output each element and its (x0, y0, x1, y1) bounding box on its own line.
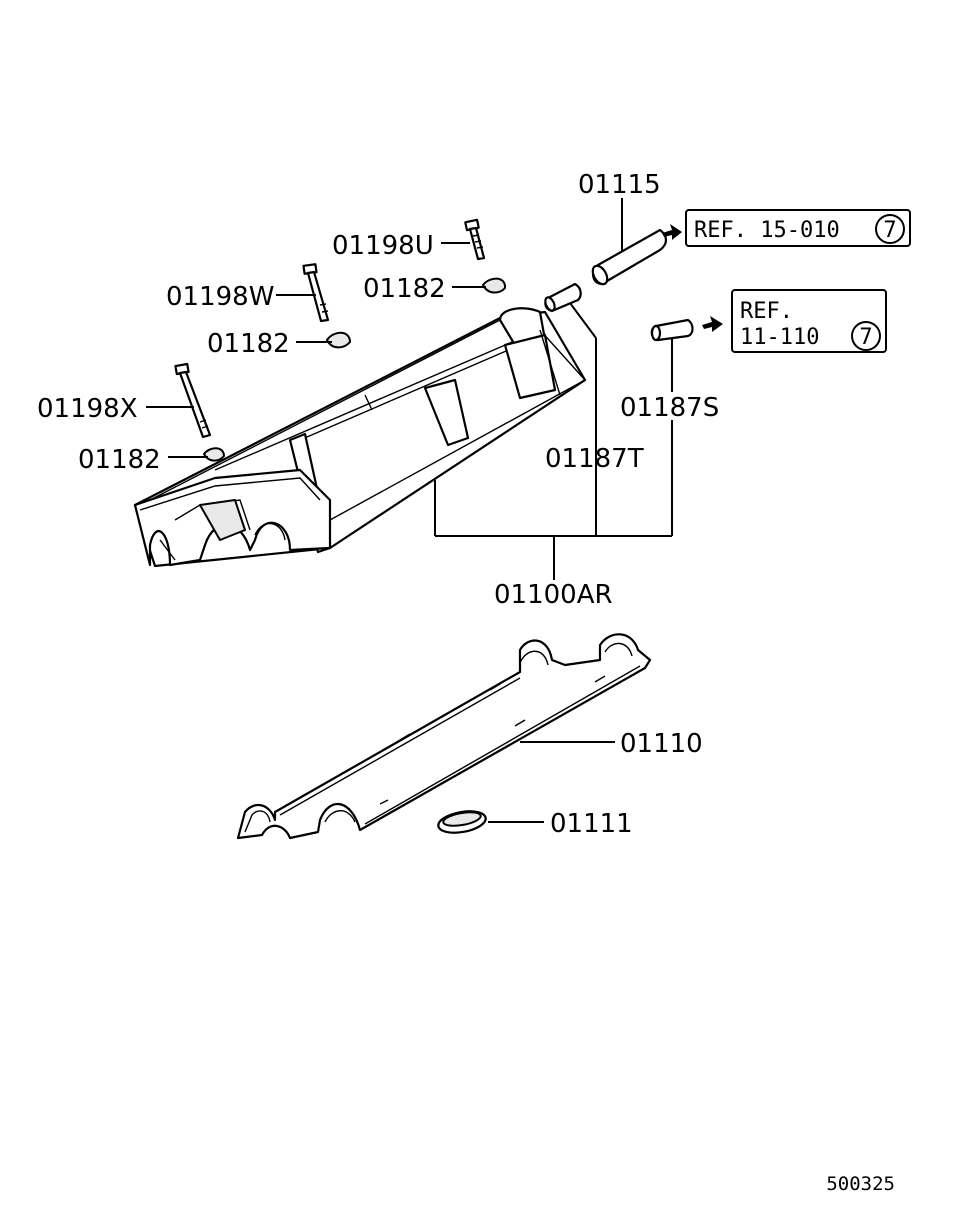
ref-box-15-010[interactable]: REF. 15-010 7 (685, 209, 911, 247)
seal-washer-01182-low-drawing (203, 447, 225, 462)
ref-circle-icon (875, 214, 905, 244)
hose-01115-drawing (591, 228, 668, 286)
label-01187t: 01187T (545, 444, 644, 474)
seal-washer-01182-top-drawing (482, 277, 506, 294)
label-01100ar: 01100AR (494, 580, 613, 610)
bolt-01198x-drawing (174, 362, 212, 439)
ref-box-11-110[interactable]: REF. 11-110 7 (731, 289, 887, 353)
ref-circle-icon (851, 321, 881, 351)
label-01198u: 01198U (332, 231, 434, 261)
rocker-cover-drawing (133, 307, 587, 568)
o-ring-01111-drawing (437, 810, 487, 834)
diagram-code: 500325 (826, 1173, 895, 1195)
label-01115: 01115 (578, 170, 661, 200)
ref-box-11-110-line1: REF. (740, 299, 793, 324)
label-01182-top: 01182 (363, 274, 446, 304)
gasket-01110-drawing (236, 633, 652, 840)
label-01198w: 01198W (166, 282, 274, 312)
fitting-01187s-drawing (650, 318, 694, 342)
ref-box-11-110-line2: 11-110 (740, 325, 819, 350)
label-01182-low: 01182 (78, 445, 161, 475)
label-01182-mid: 01182 (207, 329, 290, 359)
label-01187s: 01187S (620, 393, 719, 423)
ref-box-11-110-page: 7 (859, 325, 872, 350)
label-01110: 01110 (620, 729, 703, 759)
leader-lines (146, 198, 673, 823)
arrow-to-ref2 (702, 316, 723, 332)
pcv-valve-01187t-drawing (544, 282, 582, 313)
bolt-01198w-drawing (302, 263, 330, 323)
label-01198x: 01198X (37, 394, 138, 424)
seal-washer-01182-mid-drawing (326, 331, 351, 349)
ref-box-15-010-page: 7 (883, 218, 896, 243)
arrow-to-ref1 (662, 224, 682, 240)
label-01111: 01111 (550, 809, 633, 839)
ref-box-15-010-text: REF. 15-010 (694, 218, 840, 243)
bolt-01198u-drawing (464, 218, 486, 261)
